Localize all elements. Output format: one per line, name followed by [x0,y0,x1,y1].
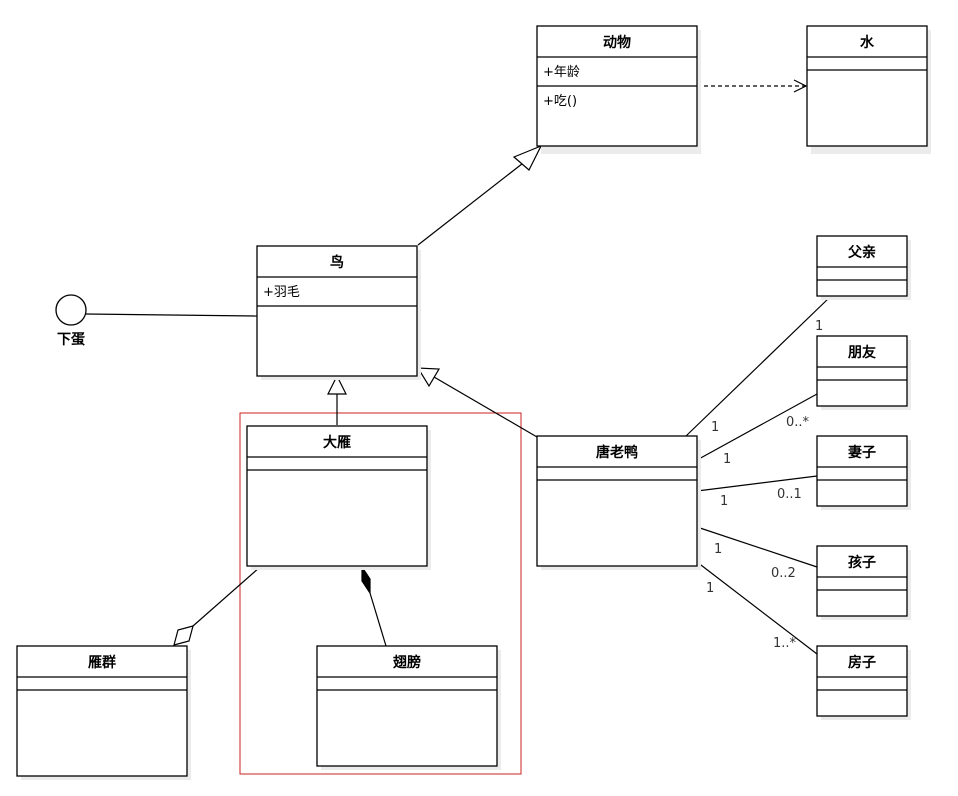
multiplicity-friend-duck-end: 1 [723,452,731,467]
aggregation-line [192,566,261,627]
class-bird[interactable]: 鸟 +羽毛 [256,245,421,380]
class-water[interactable]: 水 [806,25,931,154]
class-wife[interactable]: 妻子 [816,435,911,510]
class-wild-goose-title: 大雁 [323,434,351,451]
multiplicity-house-end: 1..* [773,636,797,651]
class-house-title: 房子 [848,654,876,671]
class-donald-duck-title: 唐老鸭 [596,444,638,461]
interface-link-line [85,313,258,317]
association-line-child [696,526,818,568]
class-friend-title: 朋友 [847,344,876,361]
class-friend[interactable]: 朋友 [816,335,911,410]
multiplicity-child-end: 0..2 [771,566,796,581]
class-animal-attribute: +年龄 [543,65,580,80]
aggregation-diamond [173,625,194,646]
class-child[interactable]: 孩子 [816,545,911,620]
multiplicity-house-duck-end: 1 [706,581,714,596]
class-child-title: 孩子 [848,554,876,571]
interface-label: 下蛋 [57,332,85,348]
class-wing-title: 翅膀 [392,654,421,671]
class-goose-flock[interactable]: 雁群 [16,645,191,780]
association-line-wife [696,475,818,492]
generalization-triangle-bird-1 [327,374,347,395]
class-animal-method: +吃() [543,93,577,109]
multiplicity-child-duck-end: 1 [714,542,722,557]
multiplicity-friend-end: 0..* [786,415,810,430]
generalization-line-bird-animal [417,159,528,246]
class-house[interactable]: 房子 [816,645,911,720]
class-water-title: 水 [860,34,875,51]
multiplicity-father-end: 1 [815,319,823,334]
class-animal-title: 动物 [603,34,631,51]
multiplicity-father-duck-end: 1 [711,420,719,435]
association-line-friend [696,393,818,461]
generalization-triangle-bird-2 [416,367,441,388]
class-wife-title: 妻子 [848,444,876,461]
class-father[interactable]: 父亲 [816,235,911,300]
class-wild-goose[interactable]: 大雁 [246,425,431,570]
dependency-arrowhead [793,79,808,93]
class-goose-flock-title: 雁群 [88,654,116,671]
interface-lollipop-icon[interactable] [55,294,87,326]
composition-line [369,592,387,647]
composition-diamond [361,565,371,595]
class-bird-title: 鸟 [330,254,344,271]
multiplicity-wife-end: 0..1 [777,487,802,502]
generalization-line-duck-bird [433,376,538,438]
class-donald-duck[interactable]: 唐老鸭 [536,435,701,570]
generalization-triangle-animal [512,144,543,171]
class-bird-attribute: +羽毛 [263,285,300,300]
class-wing[interactable]: 翅膀 [316,645,501,770]
association-line-father [685,296,831,437]
association-line-house [696,561,818,655]
class-animal[interactable]: 动物 +年龄 +吃() [536,25,701,154]
class-father-title: 父亲 [847,244,876,261]
highlight-frame [239,412,522,775]
multiplicity-wife-duck-end: 1 [720,494,728,509]
